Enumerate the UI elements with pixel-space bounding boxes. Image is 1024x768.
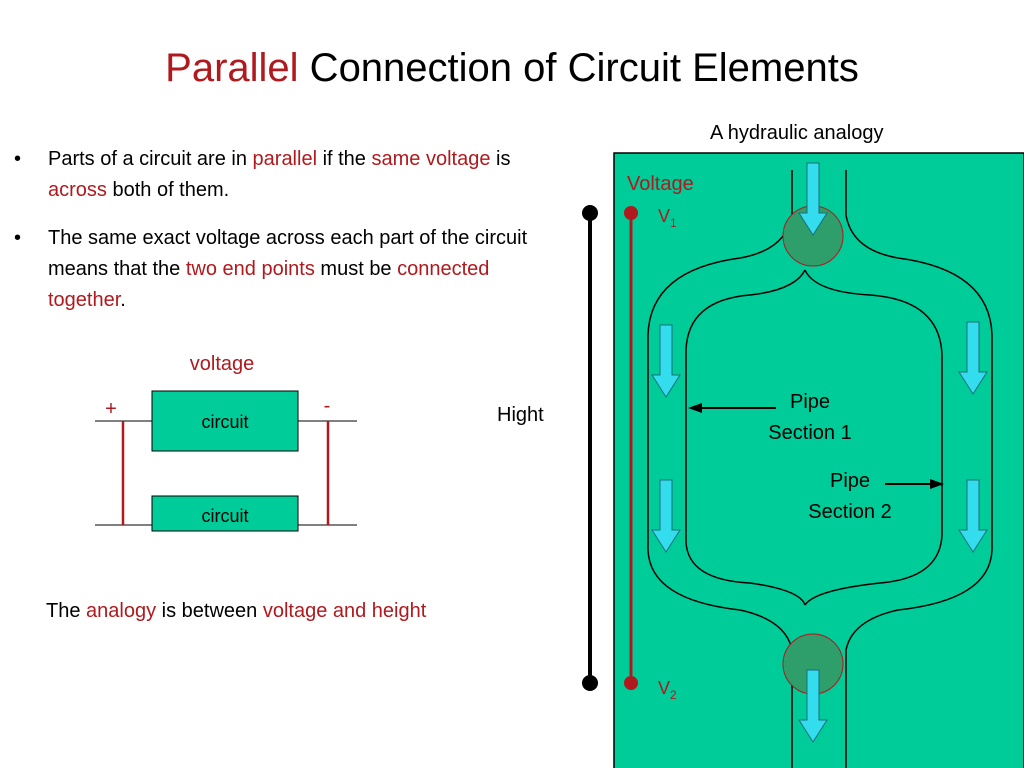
analogy-statement: The analogy is between voltage and heigh…: [46, 596, 426, 626]
bullet-text: .: [120, 289, 126, 311]
bullet-dot: •: [14, 148, 22, 170]
pipe-network: [647, 170, 993, 768]
hydraulic-caption: A hydraulic analogy: [710, 122, 884, 144]
minus-sign: -: [324, 395, 331, 417]
voltage-top-dot: [624, 206, 638, 220]
hydraulic-analogy-diagram: Voltage V1 V2 Pipe Section 1 Pipe S: [582, 152, 1024, 768]
bullet-text: both of them.: [106, 179, 230, 201]
bullet-highlight: connected together: [48, 258, 490, 311]
pipe1-label-line1: Pipe: [790, 391, 830, 413]
bullet-highlight: across: [48, 179, 107, 201]
analogy-highlight: analogy: [86, 600, 157, 622]
bullet-highlight: two end points: [185, 258, 315, 280]
circuit-box-1: [151, 390, 299, 452]
pipe1-label-line2: Section 1: [768, 422, 851, 444]
bullet-item: • Parts of a circuit are in parallel if …: [14, 144, 554, 206]
circuit-box-2-label: circuit: [201, 506, 248, 526]
bullet-list: • Parts of a circuit are in parallel if …: [14, 144, 554, 333]
v1-label: V1: [658, 206, 677, 230]
bullet-text: Parts of a circuit are in: [48, 148, 253, 170]
title-highlight: Parallel: [165, 46, 299, 90]
bullet-item: • The same exact voltage across each par…: [14, 223, 554, 316]
bullet-text: must be: [314, 258, 398, 280]
circuit-voltage-label: voltage: [190, 353, 255, 375]
voltage-label: Voltage: [627, 173, 694, 195]
plus-sign: +: [105, 398, 117, 420]
pipe1-pointer-arrow: [688, 403, 776, 413]
pipe2-pointer-arrow: [885, 479, 944, 489]
height-bottom-dot: [582, 675, 598, 691]
analogy-text: is between: [156, 600, 263, 622]
analogy-text: The: [46, 600, 87, 622]
bullet-dot: •: [14, 227, 22, 249]
page-title: Parallel Connection of Circuit Elements: [0, 42, 1024, 94]
pipe2-label-line1: Pipe: [830, 470, 870, 492]
bullet-text: The same exact voltage across each part …: [48, 227, 528, 280]
parallel-circuit-diagram: voltage + - circuit circuit: [95, 353, 357, 532]
bullet-text: if the: [317, 148, 372, 170]
circuit-box-1-label: circuit: [201, 412, 248, 432]
voltage-bottom-dot: [624, 676, 638, 690]
pipe2-label-line2: Section 2: [808, 501, 891, 523]
bullet-highlight: parallel: [252, 148, 318, 170]
circuit-box-2: [151, 495, 299, 532]
analogy-highlight: voltage and height: [262, 600, 427, 622]
bullet-text: is: [490, 148, 511, 170]
height-top-dot: [582, 205, 598, 221]
hight-label: Hight: [497, 404, 544, 426]
title-rest: Connection of Circuit Elements: [298, 46, 859, 90]
v2-label: V2: [658, 678, 677, 702]
bullet-highlight: same voltage: [371, 148, 491, 170]
